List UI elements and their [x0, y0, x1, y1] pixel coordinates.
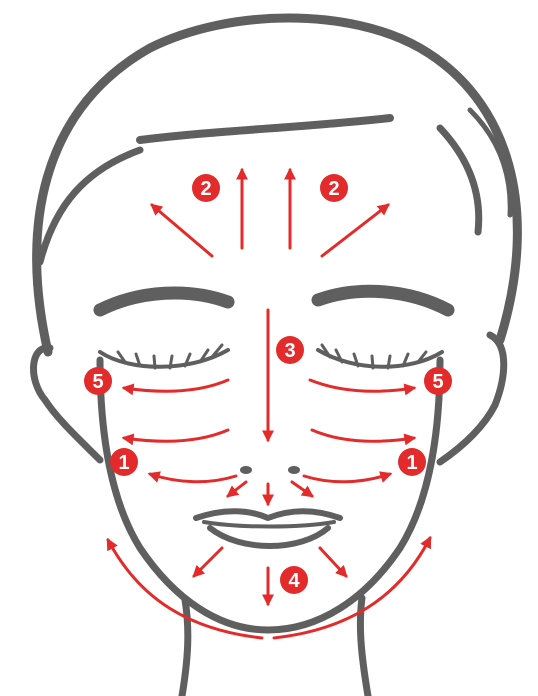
arrow-cheek-lower-right — [304, 474, 390, 482]
arrow-cheek-upper-left — [124, 430, 228, 441]
badge-label: 4 — [288, 570, 300, 592]
badge-under-eye-right: 5 — [424, 367, 452, 395]
nose — [240, 466, 300, 474]
badge-label: 3 — [284, 340, 295, 362]
badge-under-eye-left: 5 — [84, 367, 112, 395]
arrow-under-eye-right — [310, 380, 414, 391]
badge-forehead-left: 2 — [192, 174, 220, 202]
badge-chin: 4 — [280, 566, 308, 594]
badge-label: 5 — [432, 371, 443, 393]
badge-label: 1 — [406, 452, 417, 474]
nostril-right — [288, 466, 300, 474]
badge-cheek-left: 1 — [110, 448, 138, 476]
arrow-chin-right — [320, 548, 346, 576]
upper-lip — [196, 511, 340, 518]
arrow-chin-left — [194, 548, 222, 576]
hairline-right — [440, 128, 479, 232]
badge-label: 5 — [92, 371, 103, 393]
arrow-forehead-diag-right — [322, 205, 388, 256]
forehead-line — [140, 118, 390, 140]
arrow-cheek-upper-right — [312, 430, 414, 441]
mouth — [196, 511, 340, 546]
arrow-cheek-lower-left — [150, 474, 236, 482]
lip-line — [204, 522, 334, 527]
eyebrow-left — [100, 293, 228, 310]
nostril-left — [240, 466, 252, 474]
arrow-under-eye-left — [124, 380, 228, 391]
eyebrows — [100, 291, 448, 310]
badge-forehead-right: 2 — [320, 174, 348, 202]
ear-left — [34, 348, 100, 460]
ear-right — [440, 335, 504, 462]
eyes — [100, 345, 442, 368]
face-left-side — [100, 360, 268, 630]
arrow-nose-small-right — [292, 482, 312, 496]
badge-label: 2 — [200, 178, 211, 200]
badge-label: 2 — [328, 178, 339, 200]
badge-label: 1 — [118, 452, 129, 474]
arrow-nose-small-left — [228, 482, 246, 496]
badge-nose-bridge: 3 — [276, 336, 304, 364]
eyebrow-right — [318, 291, 448, 310]
lower-lip — [210, 528, 328, 546]
arrow-forehead-diag-left — [152, 205, 212, 256]
badge-cheek-right: 1 — [398, 448, 426, 476]
